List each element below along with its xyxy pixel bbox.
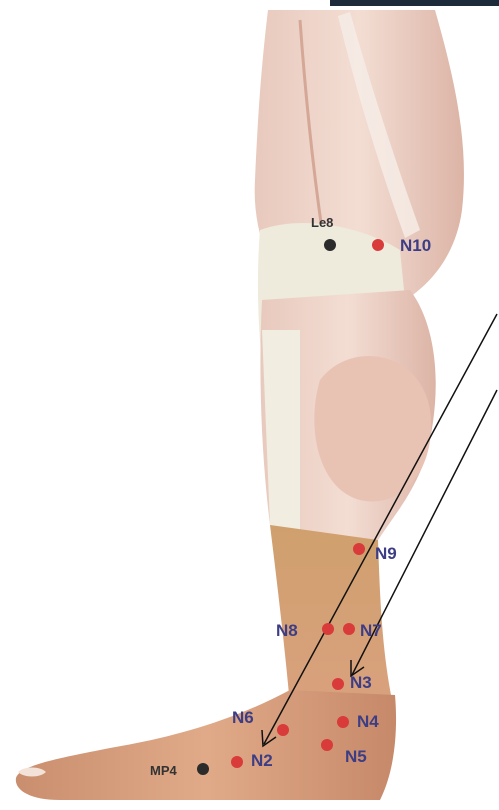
n7-label: N7 xyxy=(360,622,382,639)
n10-label: N10 xyxy=(400,237,431,254)
n8-point xyxy=(322,623,334,635)
n5-label: N5 xyxy=(345,748,367,765)
n6-point xyxy=(277,724,289,736)
n2-point xyxy=(231,756,243,768)
foot xyxy=(16,690,396,800)
n8-label: N8 xyxy=(276,622,298,639)
le8-point xyxy=(324,239,336,251)
n3-point xyxy=(332,678,344,690)
mp4-label: MP4 xyxy=(150,764,177,777)
n7-point xyxy=(343,623,355,635)
n2-label: N2 xyxy=(251,752,273,769)
n4-label: N4 xyxy=(357,713,379,730)
n6-label: N6 xyxy=(232,709,254,726)
n3-label: N3 xyxy=(350,674,372,691)
mp4-point xyxy=(197,763,209,775)
calf-bulge xyxy=(314,356,431,502)
shin-skin xyxy=(270,525,392,705)
n9-label: N9 xyxy=(375,545,397,562)
n10-point xyxy=(372,239,384,251)
n4-point xyxy=(337,716,349,728)
le8-label: Le8 xyxy=(311,216,333,229)
n9-point xyxy=(353,543,365,555)
n5-point xyxy=(321,739,333,751)
